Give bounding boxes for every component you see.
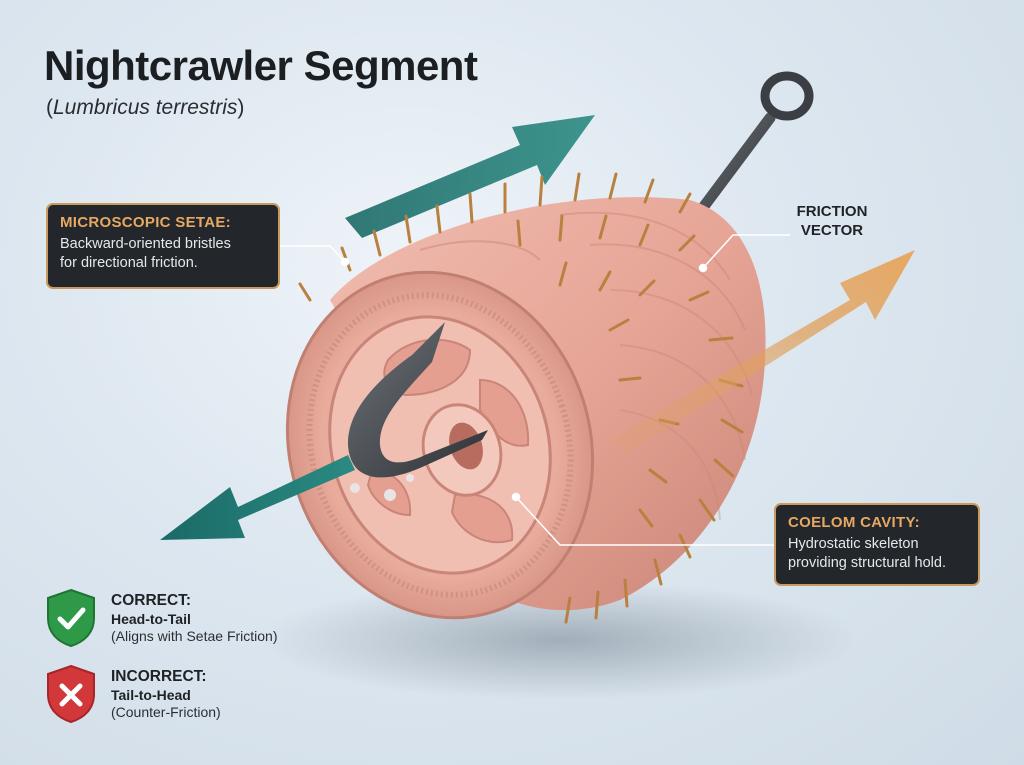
- setae-bristles: [298, 172, 744, 624]
- coelom-callout: COELOM CAVITY: Hydrostatic skeleton prov…: [774, 503, 980, 586]
- friction-vector-label: FRICTION VECTOR: [776, 202, 888, 240]
- friction-line-2: VECTOR: [800, 222, 864, 239]
- legend-incorrect-direction: Tail-to-Head: [111, 687, 191, 703]
- subtitle-paren-open: (: [46, 96, 53, 119]
- legend-correct-text: CORRECT: Head-to-Tail (Aligns with Setae…: [111, 592, 371, 644]
- legend-correct-direction: Head-to-Tail: [111, 611, 191, 627]
- check-shield-icon: [47, 588, 95, 648]
- legend-incorrect-note: (Counter-Friction): [111, 704, 221, 720]
- setae-line-1: Backward-oriented bristles: [60, 236, 231, 252]
- legend-incorrect-title: INCORRECT:: [111, 668, 207, 685]
- subtitle-paren-close: ): [237, 96, 245, 119]
- legend-correct-title: CORRECT:: [111, 592, 192, 609]
- species-name: Lumbricus terrestris: [53, 96, 238, 119]
- friction-line-1: FRICTION: [796, 203, 868, 220]
- x-shield-icon: [47, 664, 95, 724]
- teal-arrow-upper: [345, 115, 595, 238]
- setae-callout-body: Backward-oriented bristles for direction…: [60, 235, 266, 273]
- page-title: Nightcrawler Segment: [44, 42, 478, 89]
- coelom-line-2: providing structural hold.: [788, 555, 946, 571]
- setae-callout-title: MICROSCOPIC SETAE:: [60, 214, 231, 231]
- legend-incorrect-text: INCORRECT: Tail-to-Head (Counter-Frictio…: [111, 668, 371, 720]
- coelom-line-1: Hydrostatic skeleton: [788, 536, 919, 552]
- setae-callout: MICROSCOPIC SETAE: Backward-oriented bri…: [46, 203, 280, 289]
- coelom-callout-title: COELOM CAVITY:: [788, 514, 920, 531]
- hook-bend-icon: [347, 322, 488, 501]
- setae-line-2: for directional friction.: [60, 255, 198, 271]
- legend-correct-note: (Aligns with Setae Friction): [111, 628, 278, 644]
- leader-lines: [280, 234, 790, 546]
- teal-arrow-lower: [160, 455, 355, 540]
- friction-vector-arrow: [610, 250, 915, 455]
- coelom-callout-body: Hydrostatic skeleton providing structura…: [788, 535, 966, 573]
- page-subtitle: (Lumbricus terrestris): [46, 96, 244, 120]
